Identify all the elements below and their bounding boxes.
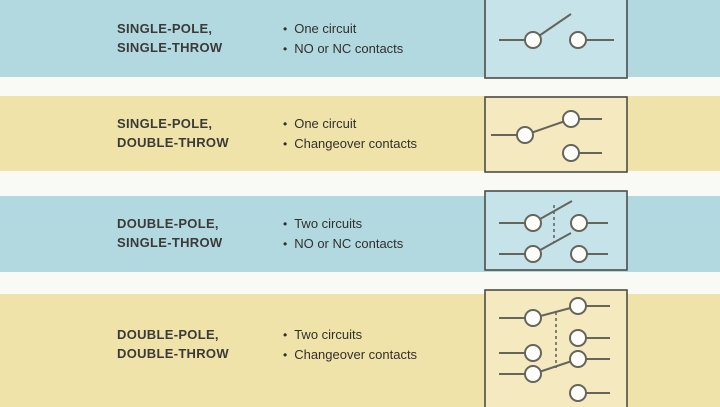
title-line-1: DOUBLE-POLE, [117, 327, 219, 342]
bullet-text: NO or NC contacts [294, 236, 404, 251]
bullet-item: • Two circuits [283, 214, 403, 234]
bullet-text: Changeover contacts [294, 136, 418, 151]
bullet-item: • Two circuits [283, 325, 417, 345]
title-line-1: SINGLE-POLE, [117, 21, 213, 36]
title-line-2: SINGLE-THROW [117, 235, 223, 250]
bullet-text: One circuit [294, 21, 357, 36]
title-line-2: DOUBLE-THROW [117, 346, 229, 361]
bullet-text: Changeover contacts [294, 347, 418, 362]
row-dpdt: DOUBLE-POLE, DOUBLE-THROW • Two circuits … [0, 294, 720, 407]
row-dpdt-bullets: • Two circuits • Changeover contacts [283, 325, 417, 365]
bullet-dot: • [283, 42, 288, 56]
bullet-dot: • [283, 237, 288, 251]
bullet-dot: • [283, 137, 288, 151]
bullet-text: Two circuits [294, 216, 363, 231]
row-spst-bullets: • One circuit • NO or NC contacts [283, 19, 403, 59]
bullet-item: • Changeover contacts [283, 345, 417, 365]
row-spdt-bullets: • One circuit • Changeover contacts [283, 114, 417, 154]
row-spst-title: SINGLE-POLE, SINGLE-THROW [117, 19, 222, 57]
bullet-item: • Changeover contacts [283, 134, 417, 154]
bullet-text: One circuit [294, 116, 357, 131]
bullet-text: NO or NC contacts [294, 41, 404, 56]
title-line-2: DOUBLE-THROW [117, 135, 229, 150]
row-dpdt-title: DOUBLE-POLE, DOUBLE-THROW [117, 325, 229, 363]
row-spdt-title: SINGLE-POLE, DOUBLE-THROW [117, 114, 229, 152]
row-dpst-bullets: • Two circuits • NO or NC contacts [283, 214, 403, 254]
bullet-item: • One circuit [283, 19, 403, 39]
title-line-2: SINGLE-THROW [117, 40, 223, 55]
bullet-dot: • [283, 328, 288, 342]
title-line-1: DOUBLE-POLE, [117, 216, 219, 231]
bullet-item: • One circuit [283, 114, 417, 134]
bullet-text: Two circuits [294, 327, 363, 342]
bullet-dot: • [283, 217, 288, 231]
row-spdt: SINGLE-POLE, DOUBLE-THROW • One circuit •… [0, 96, 720, 171]
bullet-dot: • [283, 22, 288, 36]
row-dpst: DOUBLE-POLE, SINGLE-THROW • Two circuits … [0, 196, 720, 272]
row-dpst-title: DOUBLE-POLE, SINGLE-THROW [117, 214, 222, 252]
row-spst: SINGLE-POLE, SINGLE-THROW • One circuit •… [0, 0, 720, 77]
bullet-item: • NO or NC contacts [283, 234, 403, 254]
bullet-item: • NO or NC contacts [283, 39, 403, 59]
bullet-dot: • [283, 117, 288, 131]
bullet-dot: • [283, 348, 288, 362]
title-line-1: SINGLE-POLE, [117, 116, 213, 131]
